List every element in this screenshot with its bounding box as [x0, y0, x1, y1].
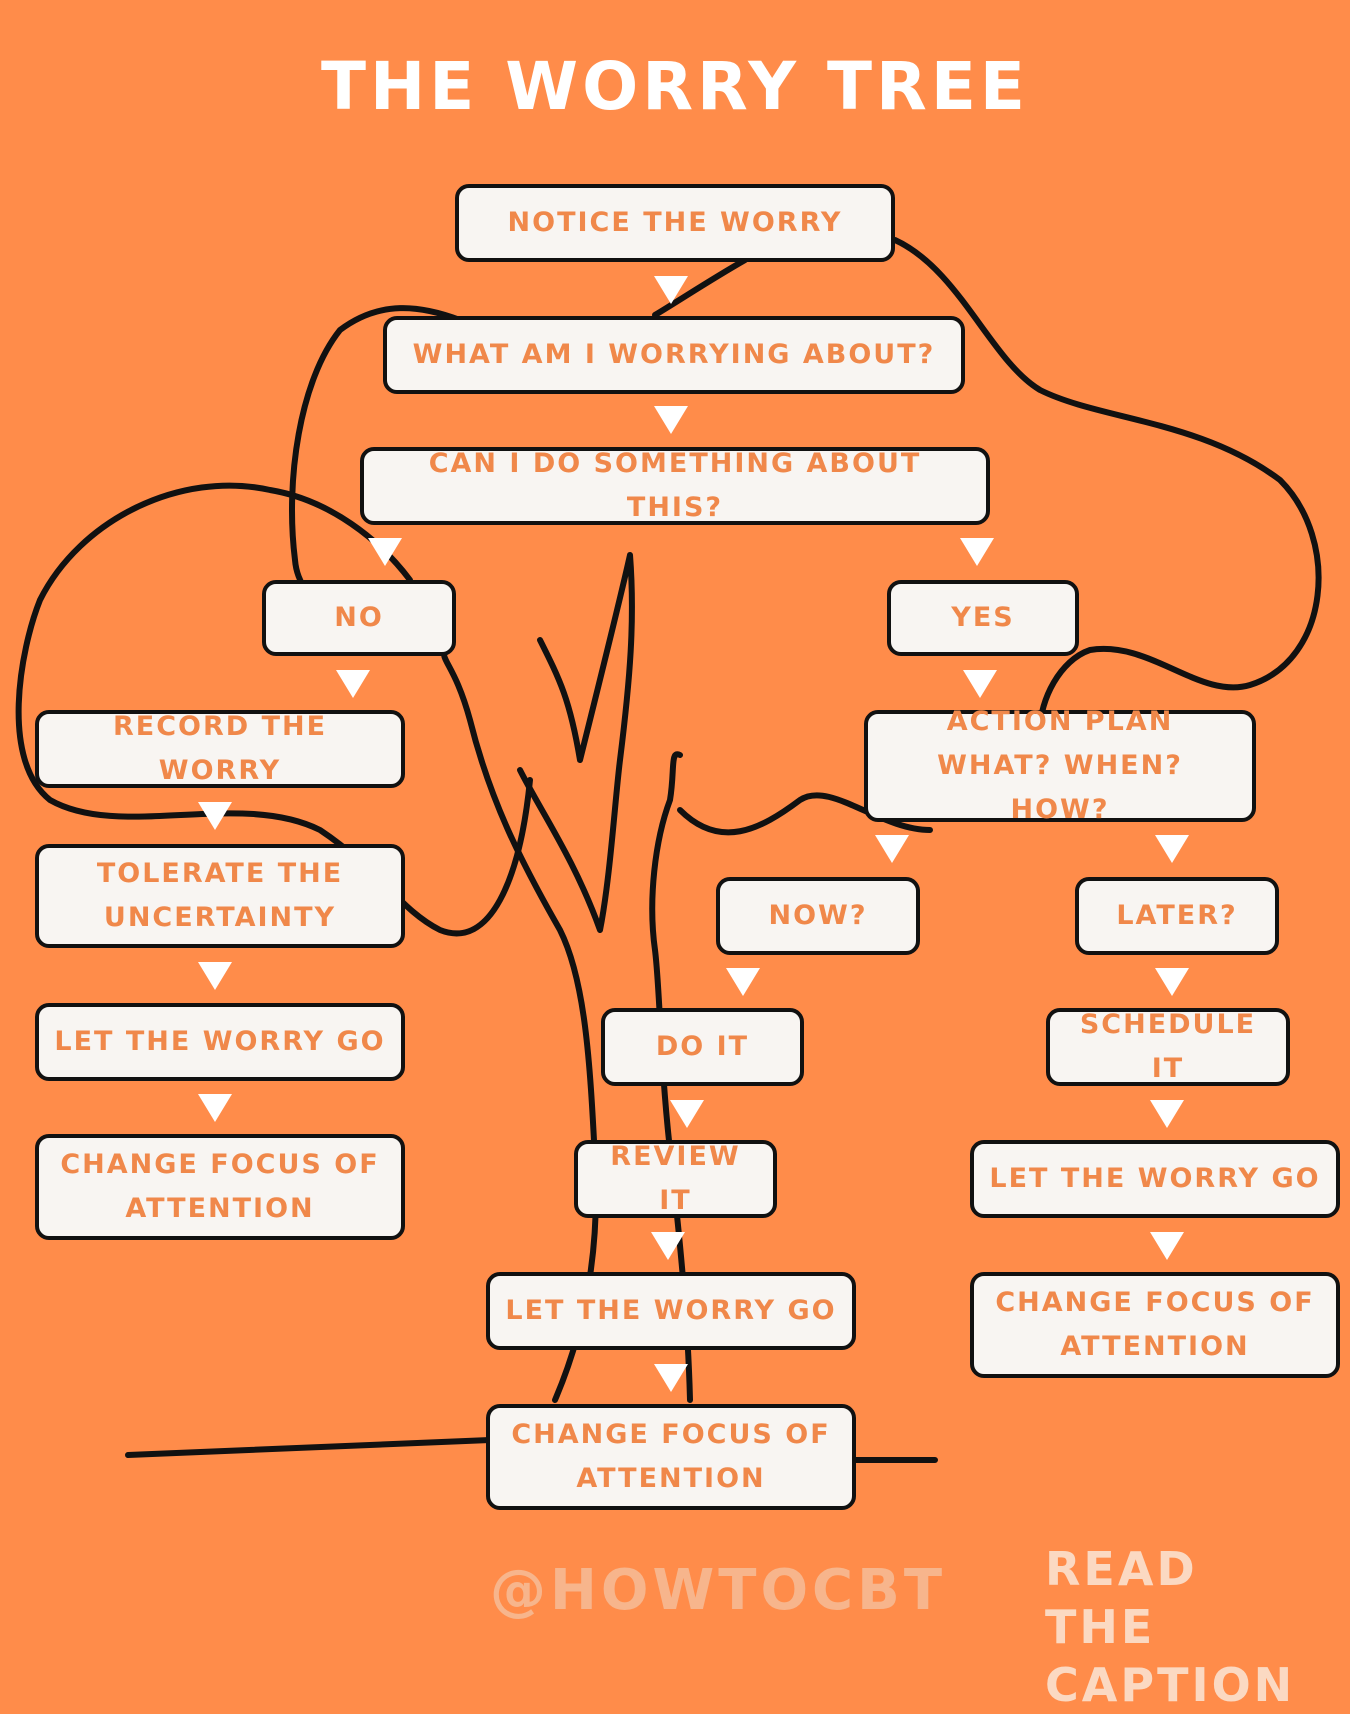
arrow-down-icon	[963, 670, 997, 698]
action-plan-line2: WHAT? WHEN? HOW?	[937, 750, 1183, 825]
let-worry-go-right-label: LET THE WORRY GO	[989, 1163, 1321, 1194]
trunk-left	[441, 647, 599, 1403]
arrow-down-icon	[654, 276, 688, 304]
let-worry-go-right-box: LET THE WORRY GO	[970, 1140, 1340, 1218]
change-focus-right-line2: ATTENTION	[1060, 1331, 1250, 1362]
can-i-do-label: CAN I DO SOMETHING ABOUT THIS?	[428, 448, 922, 523]
arrow-down-icon	[960, 538, 994, 566]
do-it-box: DO IT	[601, 1008, 804, 1086]
arrow-down-icon	[198, 962, 232, 990]
tolerate-label-line1: TOLERATE THE	[96, 858, 344, 889]
arrow-down-icon	[198, 1094, 232, 1122]
arrow-down-icon	[651, 1232, 685, 1260]
what-worrying-label: WHAT AM I WORRYING ABOUT?	[412, 339, 936, 370]
schedule-it-label: SCHEDULE IT	[1079, 1009, 1257, 1084]
what-worrying-box: WHAT AM I WORRYING ABOUT?	[383, 316, 965, 394]
action-plan-box: ACTION PLAN WHAT? WHEN? HOW?	[864, 706, 1256, 825]
arrow-down-icon	[336, 670, 370, 698]
read-caption-line1: READ THE	[1045, 1542, 1198, 1654]
record-worry-label: RECORD THE WORRY	[112, 711, 328, 786]
change-focus-right-line1: CHANGE FOCUS OF	[995, 1287, 1315, 1318]
can-i-do-box: CAN I DO SOMETHING ABOUT THIS?	[360, 447, 990, 525]
arrow-down-icon	[726, 968, 760, 996]
no-label: NO	[334, 602, 384, 633]
let-worry-go-left-label: LET THE WORRY GO	[54, 1026, 386, 1057]
now-label: NOW?	[768, 900, 868, 931]
arrow-down-icon	[1150, 1232, 1184, 1260]
do-it-label: DO IT	[655, 1031, 750, 1062]
arrow-down-icon	[670, 1100, 704, 1128]
change-focus-right-box: CHANGE FOCUS OF ATTENTION	[970, 1272, 1340, 1378]
change-focus-left-box: CHANGE FOCUS OF ATTENTION	[35, 1134, 405, 1240]
top-connector	[652, 257, 748, 318]
arrow-down-icon	[1155, 835, 1189, 863]
read-caption-line2: CAPTION	[1045, 1658, 1296, 1712]
review-it-label: REVIEW IT	[610, 1141, 741, 1216]
trunk-zigzag	[517, 552, 635, 933]
notice-worry-box: NOTICE THE WORRY	[455, 184, 895, 262]
review-it-box: REVIEW IT	[574, 1140, 777, 1218]
arrow-down-icon	[654, 1364, 688, 1392]
arrow-down-icon	[198, 802, 232, 830]
arrow-down-icon	[654, 406, 688, 434]
trunk-right	[649, 751, 693, 1403]
canopy-right	[892, 237, 1322, 733]
tolerate-label-line2: UNCERTAINTY	[103, 902, 337, 933]
arrow-down-icon	[368, 538, 402, 566]
canopy-left	[15, 482, 533, 937]
now-box: NOW?	[716, 877, 920, 955]
record-worry-box: RECORD THE WORRY	[35, 710, 405, 788]
later-label: LATER?	[1116, 900, 1238, 931]
yes-box: YES	[887, 580, 1079, 656]
arrow-down-icon	[1155, 968, 1189, 996]
arrow-down-icon	[1150, 1100, 1184, 1128]
let-worry-go-mid-label: LET THE WORRY GO	[505, 1295, 837, 1326]
arrow-down-icon	[875, 835, 909, 863]
change-focus-mid-line2: ATTENTION	[576, 1463, 766, 1494]
later-box: LATER?	[1075, 877, 1279, 955]
tolerate-uncertainty-box: TOLERATE THE UNCERTAINTY	[35, 844, 405, 948]
change-focus-mid-line1: CHANGE FOCUS OF	[511, 1419, 831, 1450]
yes-label: YES	[951, 602, 1015, 633]
let-worry-go-left-box: LET THE WORRY GO	[35, 1003, 405, 1081]
change-focus-left-line1: CHANGE FOCUS OF	[60, 1149, 380, 1180]
notice-worry-label: NOTICE THE WORRY	[507, 207, 843, 238]
author-handle: @HOWTOCBT	[490, 1558, 947, 1623]
schedule-it-box: SCHEDULE IT	[1046, 1008, 1290, 1086]
change-focus-left-line2: ATTENTION	[125, 1193, 315, 1224]
action-plan-line1: ACTION PLAN	[946, 706, 1174, 737]
let-worry-go-mid-box: LET THE WORRY GO	[486, 1272, 856, 1350]
ground-line	[125, 1437, 938, 1463]
no-box: NO	[262, 580, 456, 656]
change-focus-mid-box: CHANGE FOCUS OF ATTENTION	[486, 1404, 856, 1510]
page-title: THE WORRY TREE	[320, 48, 1030, 125]
